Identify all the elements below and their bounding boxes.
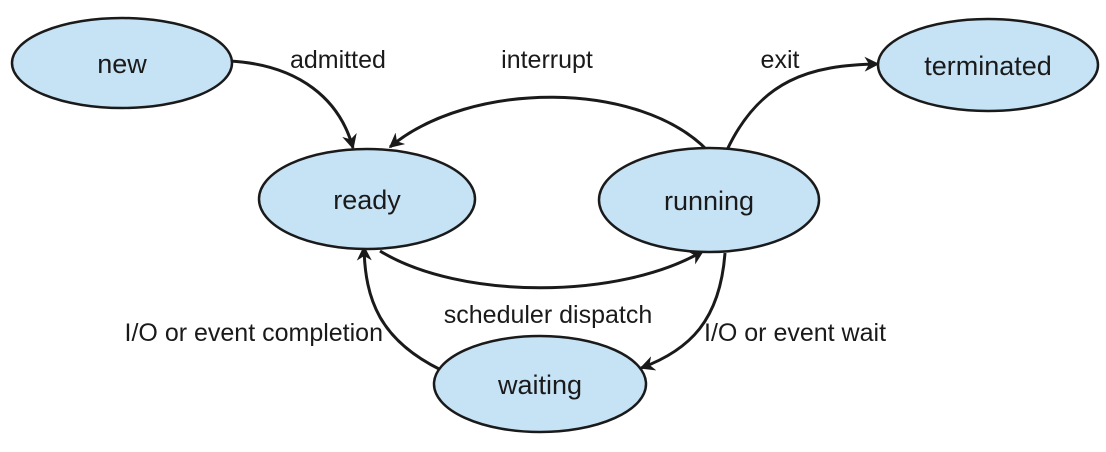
scheduler-dispatch-arrow [379, 249, 705, 290]
io-event-completion-label: I/O or event completion [125, 319, 383, 347]
state-ready-shape [257, 147, 477, 251]
state-ready-label: ready [333, 185, 401, 215]
admitted-arrow [229, 59, 357, 150]
state-terminated: terminated [876, 17, 1100, 113]
exit-label: exit [761, 46, 800, 74]
state-ready: ready [257, 147, 477, 251]
state-new: new [10, 16, 234, 110]
state-running: running [597, 146, 821, 254]
state-waiting-label: waiting [497, 370, 582, 400]
scheduler-dispatch-label: scheduler dispatch [444, 301, 652, 329]
admitted-label: admitted [290, 46, 386, 74]
exit-arrow [725, 56, 880, 151]
state-running-label: running [664, 186, 754, 216]
state-waiting-shape [432, 334, 648, 434]
state-waiting: waiting [432, 334, 648, 434]
io-event-wait-label: I/O or event wait [704, 319, 886, 347]
state-terminated-shape [876, 17, 1100, 113]
state-new-shape [10, 16, 234, 110]
state-running-shape [597, 146, 821, 254]
io-event-wait-arrow [639, 252, 727, 371]
state-new-label: new [97, 49, 147, 79]
interrupt-arrow [388, 95, 710, 153]
state-terminated-label: terminated [924, 51, 1052, 81]
io-event-completion-arrow [356, 245, 442, 372]
interrupt-label: interrupt [501, 46, 593, 74]
